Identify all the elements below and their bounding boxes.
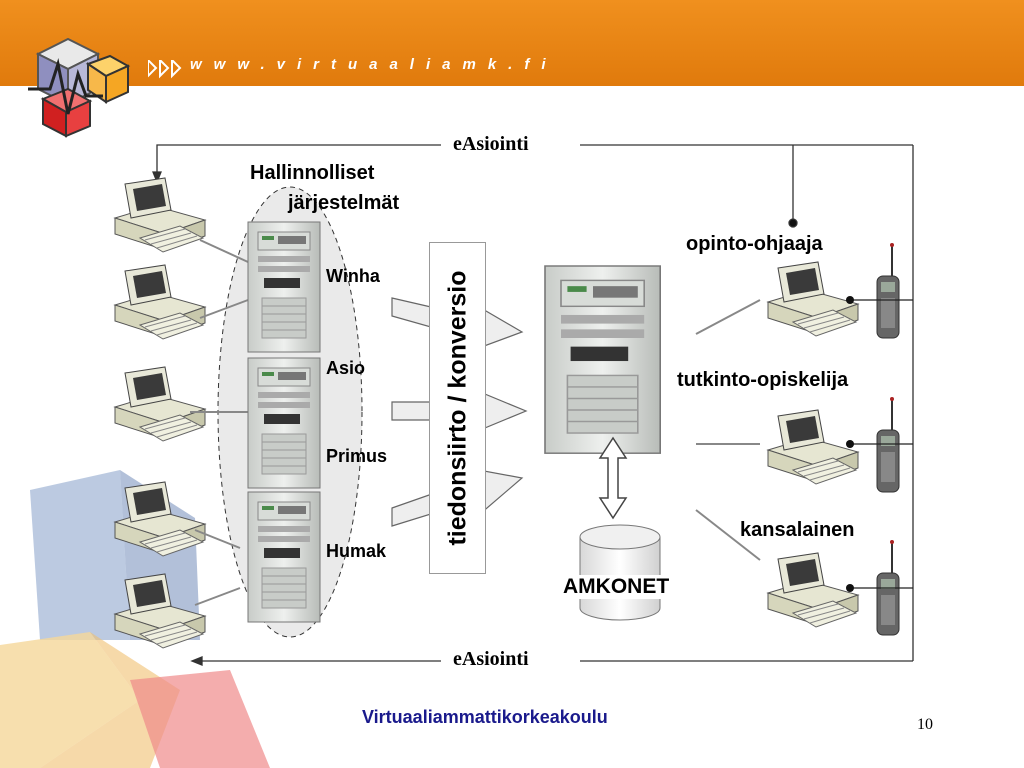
system-label-asio: Asio <box>326 358 366 378</box>
student-pc-icon <box>767 409 859 485</box>
client-pc-icon <box>114 264 206 340</box>
footer-organization: Virtuaaliammattikorkeakoulu <box>362 707 608 727</box>
easiointi-top-label: eAsiointi <box>447 133 535 156</box>
database-label: AMKONET <box>563 575 670 599</box>
advisor-pc-icon <box>767 261 859 337</box>
header-banner <box>0 0 1024 86</box>
chevron-arrows-icon <box>148 60 182 79</box>
transfer-box: tiedonsiirto / konversio <box>429 242 486 574</box>
double-arrow-icon <box>598 436 628 520</box>
decorative-blocks <box>0 470 270 768</box>
easiointi-frame <box>152 144 914 666</box>
pc-server-links <box>190 239 249 606</box>
user-label-citizen: kansalainen <box>740 519 855 541</box>
system-label-winha: Winha <box>326 266 380 286</box>
citizen-pc-icon <box>767 552 859 628</box>
systems-title-line2: järjestelmät <box>288 192 400 214</box>
transfer-label: tiedonsiirto / konversio <box>443 270 471 546</box>
user-label-advisor: opinto-ohjaaja <box>686 233 823 255</box>
database-icon <box>579 524 661 621</box>
logo-icon <box>28 37 131 138</box>
server-humak-icon <box>247 491 321 623</box>
mobile-phone-icon <box>876 242 900 339</box>
server-winha-icon <box>247 221 321 353</box>
server-user-links <box>695 299 761 561</box>
client-pc-icon <box>114 177 206 253</box>
easiointi-bottom-label: eAsiointi <box>447 648 535 671</box>
systems-title-line1: Hallinnolliset <box>250 162 375 184</box>
phone-links <box>851 299 913 589</box>
system-label-humak: Humak <box>326 541 387 561</box>
site-url[interactable]: www.virtuaaliamk.fi <box>190 56 558 73</box>
server-asio-icon <box>247 357 321 489</box>
user-label-student: tutkinto-opiskelija <box>677 369 849 391</box>
system-label-primus: Primus <box>326 446 388 466</box>
central-server-icon <box>544 265 662 455</box>
page-number: 10 <box>917 716 933 733</box>
client-pc-icon <box>114 366 206 442</box>
